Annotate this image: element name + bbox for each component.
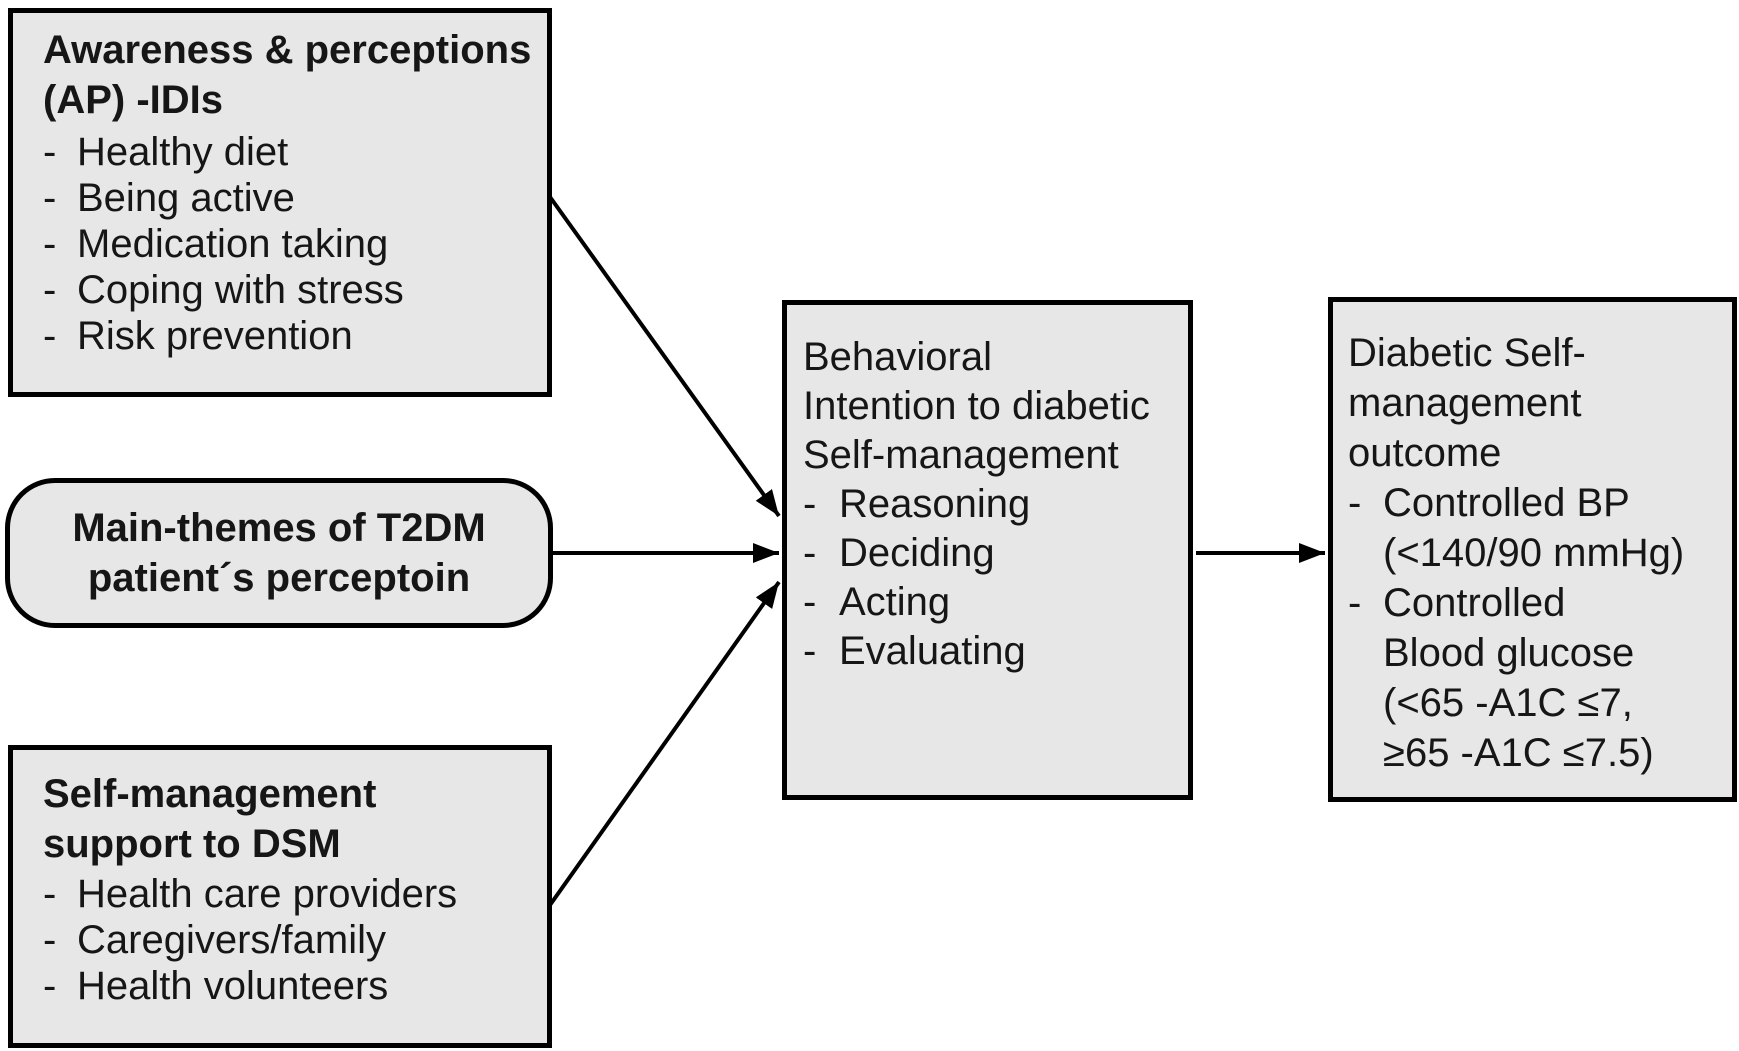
list-item-label: Coping with stress bbox=[77, 268, 404, 312]
list-item: - Risk prevention bbox=[43, 313, 541, 359]
list-item-label: Healthy diet bbox=[77, 130, 289, 174]
title-line: Awareness & perceptions bbox=[43, 28, 532, 72]
behavioral-intention-box: Behavioral Intention to diabetic Self-ma… bbox=[782, 300, 1193, 800]
list-item: - Being active bbox=[43, 175, 541, 221]
arrow-support-to-behavioral bbox=[548, 580, 781, 907]
dash-bullet: - bbox=[803, 580, 817, 624]
dash-bullet: - bbox=[43, 130, 57, 174]
support-box-title: Self-management support to DSM bbox=[43, 769, 541, 869]
title-line: management bbox=[1348, 381, 1582, 425]
outcome-box: Diabetic Self- management outcome - Cont… bbox=[1328, 297, 1737, 802]
title-line: support to DSM bbox=[43, 822, 341, 866]
dash-bullet: - bbox=[1348, 581, 1362, 625]
list-item: - Controlled BP (<140/90 mmHg) bbox=[1348, 478, 1728, 578]
dash-bullet: - bbox=[803, 482, 817, 526]
list-item: - Health care providers bbox=[43, 871, 541, 917]
outcome-box-title: Diabetic Self- management outcome bbox=[1348, 328, 1728, 478]
title-line: Diabetic Self- bbox=[1348, 331, 1586, 375]
title-line: patient´s perceptoin bbox=[87, 556, 471, 600]
list-item-label: Medication taking bbox=[77, 222, 389, 266]
dash-bullet: - bbox=[43, 964, 57, 1008]
title-line: Self-management bbox=[43, 772, 377, 816]
list-item: - Evaluating bbox=[803, 627, 1184, 676]
item-line: Blood glucose bbox=[1383, 631, 1635, 675]
list-item: - Deciding bbox=[803, 529, 1184, 578]
item-line: ≥65 -A1C ≤7.5) bbox=[1383, 731, 1654, 775]
list-item-label: Evaluating bbox=[839, 629, 1026, 673]
dash-bullet: - bbox=[43, 918, 57, 962]
awareness-box-title: Awareness & perceptions (AP) -IDIs bbox=[43, 25, 541, 125]
main-themes-box: Main-themes of T2DM patient´s perceptoin bbox=[5, 478, 553, 628]
dash-bullet: - bbox=[43, 268, 57, 312]
title-line: Behavioral bbox=[803, 335, 993, 379]
list-item-label: Caregivers/family bbox=[77, 918, 386, 962]
list-item-label: Controlled BP (<140/90 mmHg) bbox=[1383, 478, 1684, 578]
title-line: Main-themes of T2DM bbox=[72, 506, 486, 550]
title-line: Self-management bbox=[803, 433, 1119, 477]
list-item-label: Deciding bbox=[839, 531, 995, 575]
title-line: (AP) -IDIs bbox=[43, 78, 223, 122]
list-item-label: Controlled Blood glucose (<65 -A1C ≤7, ≥… bbox=[1383, 578, 1654, 778]
item-line: (<140/90 mmHg) bbox=[1383, 531, 1685, 575]
dash-bullet: - bbox=[803, 531, 817, 575]
list-item: - Coping with stress bbox=[43, 267, 541, 313]
arrow-awareness-to-behavioral bbox=[548, 195, 781, 518]
list-item: - Healthy diet bbox=[43, 129, 541, 175]
dash-bullet: - bbox=[803, 629, 817, 673]
main-themes-box-title: Main-themes of T2DM patient´s perceptoin bbox=[72, 503, 485, 603]
list-item-label: Being active bbox=[77, 176, 295, 220]
dash-bullet: - bbox=[43, 176, 57, 220]
self-management-support-box: Self-management support to DSM - Health … bbox=[8, 745, 552, 1048]
list-item-label: Health volunteers bbox=[77, 964, 389, 1008]
outcome-item-list: - Controlled BP (<140/90 mmHg) - Control… bbox=[1348, 478, 1728, 778]
behavioral-item-list: - Reasoning - Deciding - Acting - Evalua… bbox=[803, 480, 1184, 676]
list-item-label: Health care providers bbox=[77, 872, 458, 916]
list-item: - Reasoning bbox=[803, 480, 1184, 529]
list-item: - Controlled Blood glucose (<65 -A1C ≤7,… bbox=[1348, 578, 1728, 778]
awareness-perceptions-box: Awareness & perceptions (AP) -IDIs - Hea… bbox=[8, 8, 552, 397]
dash-bullet: - bbox=[43, 872, 57, 916]
dash-bullet: - bbox=[43, 314, 57, 358]
title-line: outcome bbox=[1348, 431, 1502, 475]
list-item-label: Risk prevention bbox=[77, 314, 353, 358]
awareness-item-list: - Healthy diet - Being active - Medicati… bbox=[43, 129, 541, 359]
list-item-label: Acting bbox=[839, 580, 951, 624]
dash-bullet: - bbox=[43, 222, 57, 266]
item-line: Controlled bbox=[1383, 581, 1566, 625]
list-item-label: Reasoning bbox=[839, 482, 1031, 526]
item-line: Controlled BP bbox=[1383, 481, 1630, 525]
list-item: - Caregivers/family bbox=[43, 917, 541, 963]
list-item: - Health volunteers bbox=[43, 963, 541, 1009]
item-line: (<65 -A1C ≤7, bbox=[1383, 681, 1633, 725]
title-line: Intention to diabetic bbox=[803, 384, 1150, 428]
list-item: - Acting bbox=[803, 578, 1184, 627]
dash-bullet: - bbox=[1348, 481, 1362, 525]
support-item-list: - Health care providers - Caregivers/fam… bbox=[43, 871, 541, 1009]
behavioral-box-title: Behavioral Intention to diabetic Self-ma… bbox=[803, 333, 1184, 480]
list-item: - Medication taking bbox=[43, 221, 541, 267]
